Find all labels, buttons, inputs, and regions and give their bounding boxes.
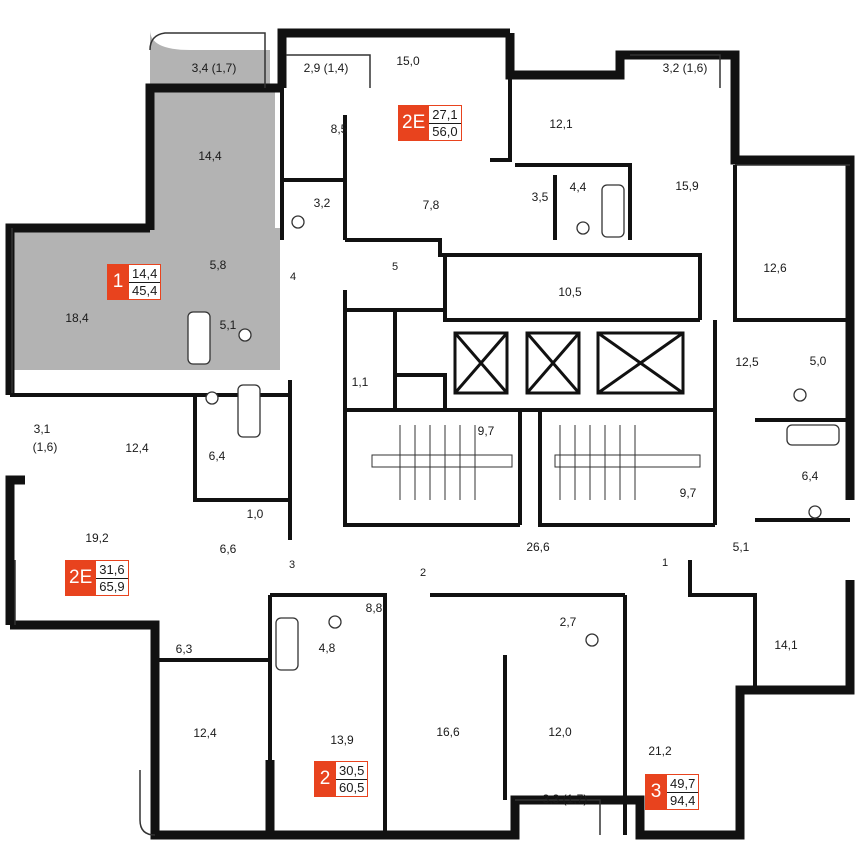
room-area-label: 6,4 (209, 449, 226, 463)
room-area-label: 9,7 (680, 486, 697, 500)
stairs (371, 425, 701, 500)
total-area: 65,9 (99, 578, 125, 594)
corridor-number: 4 (290, 271, 296, 283)
room-area-label: 14,4 (198, 149, 222, 163)
total-area: 45,4 (132, 282, 158, 298)
apartment-type: 2E (398, 105, 430, 141)
room-area-label: 3,2 (1,6) (663, 61, 708, 75)
room-area-label: 12,4 (193, 726, 217, 740)
room-area-label: 10,5 (558, 285, 582, 299)
room-area-label: 16,6 (436, 725, 460, 739)
room-area-label: 3,1 (34, 422, 51, 436)
room-area-label: 5,0 (810, 354, 827, 368)
room-area-label: 4,4 (570, 180, 587, 194)
apartment-badge-1[interactable]: 1 14,4 45,4 (107, 264, 162, 300)
room-area-label: 2,9 (1,4) (304, 61, 349, 75)
room-area-label: 12,6 (763, 261, 787, 275)
room-area-label: 12,1 (549, 117, 573, 131)
room-area-label: 5,8 (210, 258, 227, 272)
room-area-label: 1,1 (352, 375, 369, 389)
room-area-label: 6,3 (176, 642, 193, 656)
living-area: 30,5 (336, 763, 368, 780)
balcony-outlines (11, 32, 850, 836)
room-area-label: 19,2 (85, 531, 109, 545)
corridor-numbers: 4 5 3 2 1 (289, 261, 668, 579)
room-area-label: 12,4 (125, 441, 149, 455)
room-area-label: 21,2 (648, 744, 672, 758)
apartment-badge-3[interactable]: 3 49,7 94,4 (645, 774, 700, 810)
apartment-areas: 31,6 65,9 (96, 560, 129, 596)
room-area-label: 8,5 (331, 122, 348, 136)
apartment-type: 2E (65, 560, 97, 596)
room-area-label: 3,4 (1,7) (192, 61, 237, 75)
room-labels: 3,4 (1,7) 14,4 5,8 18,4 5,1 2,9 (1,4) 15… (33, 54, 827, 806)
corridor-number: 3 (289, 559, 295, 571)
room-area-label: 6,4 (802, 469, 819, 483)
corridor-number: 2 (420, 567, 426, 579)
total-area: 60,5 (339, 779, 365, 795)
room-area-label: 7,8 (423, 198, 440, 212)
room-area-label: 15,9 (675, 179, 699, 193)
bathroom-fixtures (187, 184, 840, 671)
room-area-label: (1,6) (33, 440, 58, 454)
room-area-label: 2,7 (560, 615, 577, 629)
room-area-label: 8,8 (366, 601, 383, 615)
room-area-label: 5,1 (733, 540, 750, 554)
apartment-badge-2[interactable]: 2 30,5 60,5 (314, 761, 369, 797)
corridor-number: 1 (662, 557, 668, 569)
elevator-shafts (453, 331, 685, 395)
room-area-label: 26,6 (526, 540, 550, 554)
apartment-type: 3 (645, 774, 667, 810)
total-area: 56,0 (432, 123, 458, 139)
apartment-areas: 14,4 45,4 (129, 264, 162, 300)
room-area-label: 3,2 (314, 196, 331, 210)
living-area: 27,1 (429, 107, 461, 124)
apartment-areas: 30,5 60,5 (336, 761, 369, 797)
apartment-badge-2e-top[interactable]: 2E 27,1 56,0 (398, 105, 462, 141)
room-area-label: 12,0 (548, 725, 572, 739)
room-area-label: 12,5 (735, 355, 759, 369)
balcony-top-left-highlight (150, 30, 270, 88)
living-area: 14,4 (129, 266, 161, 283)
total-area: 94,4 (670, 792, 696, 808)
apartment-areas: 49,7 94,4 (667, 774, 700, 810)
apartment-areas: 27,1 56,0 (429, 105, 462, 141)
room-area-label: 14,1 (774, 638, 798, 652)
interior-walls (10, 75, 850, 835)
room-area-label: 15,0 (396, 54, 420, 68)
room-area-label: 5,1 (220, 318, 237, 332)
apartment-type: 1 (107, 264, 129, 300)
room-area-label: 3,3 (1,7) (543, 792, 588, 806)
room-area-label: 13,9 (330, 733, 354, 747)
living-area: 49,7 (667, 776, 699, 793)
corridor-number: 5 (392, 261, 398, 273)
room-area-label: 1,0 (247, 507, 264, 521)
room-area-label: 6,6 (220, 542, 237, 556)
room-area-label: 4,8 (319, 641, 336, 655)
room-area-label: 9,7 (478, 424, 495, 438)
apartment-type: 2 (314, 761, 336, 797)
room-area-label: 18,4 (65, 311, 89, 325)
living-area: 31,6 (96, 562, 128, 579)
apartment-badge-2e-left[interactable]: 2E 31,6 65,9 (65, 560, 129, 596)
room-area-label: 3,5 (532, 190, 549, 204)
